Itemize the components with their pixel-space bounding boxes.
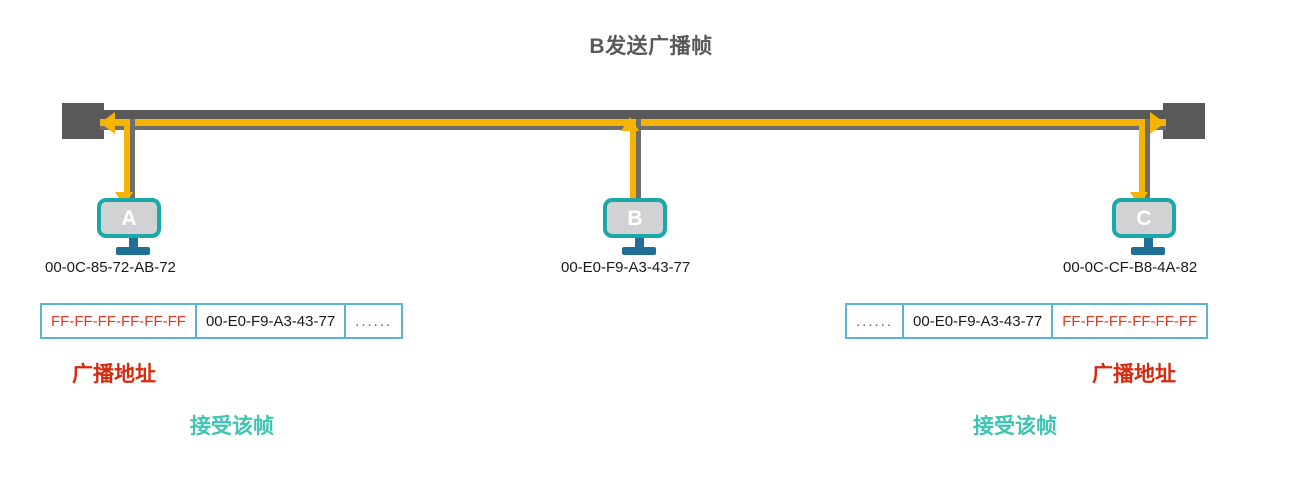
- host-computer-b: B: [603, 198, 675, 255]
- frame-cell-payload: ......: [856, 312, 894, 330]
- signal-arrow-right-icon: [1150, 112, 1165, 134]
- frame-cell-source-address: 00-E0-F9-A3-43-77: [194, 305, 344, 337]
- monitor-base: [1131, 247, 1165, 255]
- frame-cell-destination-address: FF-FF-FF-FF-FF-FF: [1051, 305, 1206, 337]
- annotation-broadcast-address-right: 广播地址: [1092, 363, 1176, 386]
- host-letter-a: A: [121, 206, 137, 230]
- monitor-stand: [634, 238, 644, 247]
- drop-line-signal: [1139, 119, 1145, 204]
- monitor-base: [622, 247, 656, 255]
- drop-line-host-c: [1136, 119, 1152, 204]
- drop-line-cable: [130, 119, 135, 204]
- frame-cell-source-address: 00-E0-F9-A3-43-77: [902, 305, 1051, 337]
- annotation-accept-frame-left: 接受该帧: [190, 415, 274, 438]
- ethernet-frame-right: ...... 00-E0-F9-A3-43-77 FF-FF-FF-FF-FF-…: [845, 303, 1209, 339]
- host-computer-c: C: [1112, 198, 1184, 255]
- mac-address-host-b: 00-E0-F9-A3-43-77: [561, 259, 691, 276]
- monitor-icon: B: [603, 198, 667, 238]
- bus-backbone-bar: [100, 110, 1166, 119]
- host-letter-c: C: [1136, 206, 1152, 230]
- frame-cell-destination-address: FF-FF-FF-FF-FF-FF: [51, 312, 186, 330]
- host-letter-b: B: [627, 206, 643, 230]
- drop-line-host-a: [121, 119, 137, 204]
- bus-terminator-left: [62, 103, 104, 139]
- monitor-icon: A: [97, 198, 161, 238]
- bus-terminator-right: [1163, 103, 1205, 139]
- signal-arrow-left-icon: [100, 112, 115, 134]
- mac-address-host-c: 00-0C-CF-B8-4A-82: [1063, 259, 1198, 276]
- monitor-base: [116, 247, 150, 255]
- host-computer-a: A: [97, 198, 169, 255]
- drop-line-signal: [124, 119, 130, 204]
- frame-cell-payload: ......: [344, 305, 401, 337]
- drop-line-signal: [630, 119, 636, 204]
- signal-arrow-up-host-b-icon: [621, 117, 639, 131]
- monitor-icon: C: [1112, 198, 1176, 238]
- page-title: B发送广播帧: [589, 35, 713, 58]
- annotation-accept-frame-right: 接受该帧: [973, 415, 1057, 438]
- mac-address-host-a: 00-0C-85-72-AB-72: [45, 259, 176, 276]
- drop-line-cable: [636, 119, 641, 204]
- monitor-stand: [1143, 238, 1153, 247]
- annotation-broadcast-address-left: 广播地址: [72, 363, 156, 386]
- ethernet-frame-left: FF-FF-FF-FF-FF-FF 00-E0-F9-A3-43-77 ....…: [40, 303, 404, 339]
- drop-line-cable: [1145, 119, 1150, 204]
- drop-line-host-b: [627, 119, 643, 204]
- monitor-stand: [128, 238, 138, 247]
